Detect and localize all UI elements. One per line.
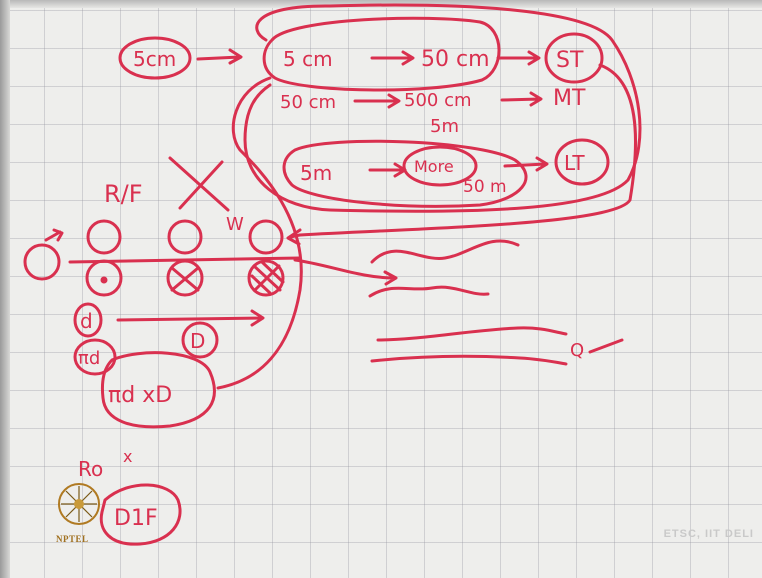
circle-more xyxy=(402,145,478,187)
arrow-3 xyxy=(496,50,541,66)
oval-pi-d-x-d xyxy=(100,351,216,429)
label-5cm: 5cm xyxy=(133,47,176,71)
arrow-d xyxy=(116,309,265,327)
nptel-logo-icon xyxy=(58,483,100,525)
loop-return xyxy=(216,76,303,390)
label-row2-a: 50 cm xyxy=(280,92,336,113)
label-range-b: 50 cm xyxy=(421,47,490,72)
label-row2-c: 5m xyxy=(430,116,459,137)
label-w: W xyxy=(226,214,244,235)
arrow-2 xyxy=(370,50,415,66)
arrow-4 xyxy=(353,93,401,109)
loop-right xyxy=(298,63,638,237)
arrow-6 xyxy=(368,162,407,178)
tail-q xyxy=(588,338,624,354)
wave-3 xyxy=(376,326,568,342)
label-row3-a: 5m xyxy=(300,161,332,185)
label-d-small: d xyxy=(80,309,93,333)
wave-1 xyxy=(370,239,520,264)
circle-bottom-2 xyxy=(166,259,204,297)
circle-st xyxy=(544,32,604,84)
circle-top-3 xyxy=(248,219,284,255)
circle-bottom-3 xyxy=(247,259,285,297)
label-row3-b: 50 m xyxy=(463,177,507,197)
label-pi-d: πd xyxy=(78,348,100,369)
label-pi-d-x-d: πd xD xyxy=(108,383,172,408)
label-rf: R/F xyxy=(104,180,143,208)
label-ro: Ro xyxy=(78,457,103,481)
label-d-big: D xyxy=(190,329,205,353)
hatch-2 xyxy=(170,266,200,292)
label-st: ST xyxy=(556,48,584,73)
label-range-a: 5 cm xyxy=(283,47,333,71)
dot-center xyxy=(100,276,108,284)
wave-2 xyxy=(368,285,490,298)
arrow-to-waves xyxy=(293,258,398,286)
cross-mark xyxy=(168,156,230,212)
tick-small xyxy=(44,228,64,242)
label-mt: MT xyxy=(553,86,586,111)
oval-row3 xyxy=(282,139,528,208)
oval-dif xyxy=(99,483,182,546)
circle-5cm xyxy=(118,36,192,80)
label-dif: D1F xyxy=(114,506,158,531)
logo-text: NPTEL xyxy=(56,534,89,544)
label-row2-b: 500 cm xyxy=(404,90,472,111)
label-x: x xyxy=(123,447,132,466)
circle-lt xyxy=(554,138,610,186)
label-lt: LT xyxy=(564,151,585,175)
circle-bottom-1 xyxy=(85,259,123,297)
hatch-3 xyxy=(250,260,285,295)
circle-top-1 xyxy=(86,219,122,255)
oval-5cm-50cm xyxy=(262,16,501,92)
circle-big-d xyxy=(181,321,219,359)
circle-d xyxy=(73,302,103,338)
arrow-7 xyxy=(503,156,549,172)
watermark: ETSC, IIT DELI xyxy=(663,528,754,540)
circle-top-2 xyxy=(167,219,203,255)
circle-pi-d xyxy=(73,338,117,376)
arrow-5 xyxy=(500,91,543,107)
board-left-edge xyxy=(0,0,10,578)
label-more: More xyxy=(414,157,454,176)
label-q: Q xyxy=(570,340,584,361)
wave-4 xyxy=(370,354,568,366)
arrow-1 xyxy=(196,48,243,65)
circle-lone xyxy=(23,243,61,281)
